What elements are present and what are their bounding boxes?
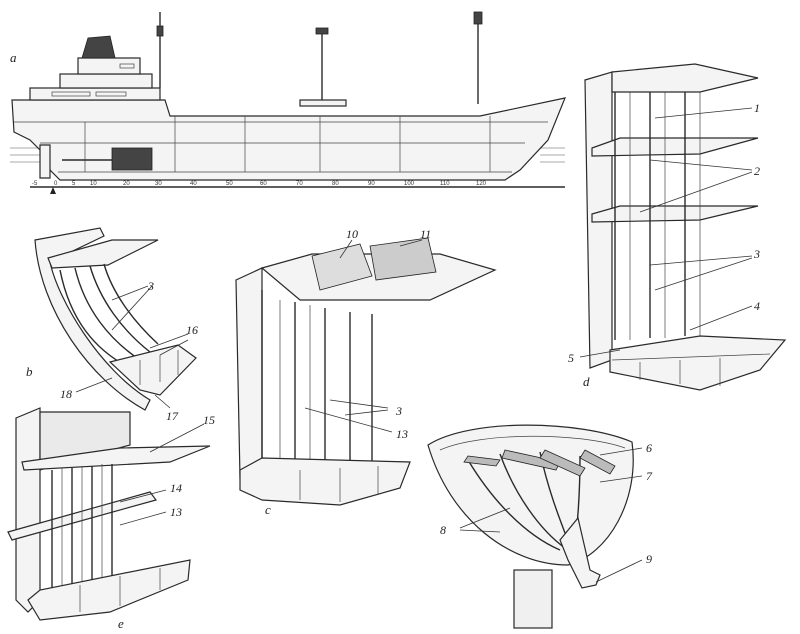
callout-9: 9 bbox=[646, 552, 652, 566]
deck-tier-2 bbox=[591, 137, 759, 157]
callout-3: 3 bbox=[753, 247, 760, 261]
frame-tick-label: 20 bbox=[123, 181, 130, 187]
bottom-c bbox=[239, 457, 411, 506]
view-e-longitudinal-framing: 15 14 13 e bbox=[7, 407, 215, 631]
frame-tick-label: 5 bbox=[72, 181, 76, 187]
frame-tick-label: 70 bbox=[296, 181, 303, 187]
engine-block bbox=[111, 147, 153, 171]
sternpost bbox=[559, 516, 601, 589]
stern-framing-view: 6 7 8 9 bbox=[427, 424, 653, 629]
deck-beams bbox=[463, 449, 616, 477]
callout-2: 2 bbox=[754, 164, 760, 178]
frame-tick-label: 100 bbox=[404, 181, 415, 187]
superstructure bbox=[29, 35, 161, 101]
deck-tier-3 bbox=[591, 205, 759, 223]
view-label-d: d bbox=[583, 374, 590, 389]
callout-16: 16 bbox=[186, 323, 198, 337]
callout-4: 4 bbox=[754, 299, 760, 313]
frame-tick-label: 40 bbox=[190, 181, 197, 187]
callout-3: 3 bbox=[395, 404, 402, 418]
bottom-floors bbox=[79, 568, 161, 612]
callout-3: 3 bbox=[147, 279, 154, 293]
callout-14: 14 bbox=[170, 481, 182, 495]
hull-outline bbox=[11, 97, 566, 181]
deck-girder-10 bbox=[311, 243, 373, 291]
frames bbox=[614, 92, 701, 340]
frame-scale: -5 0 5 10 20 30 40 50 60 70 80 90 100 11… bbox=[32, 181, 487, 187]
baseline-marker bbox=[50, 187, 56, 194]
frame-tick-label: 80 bbox=[332, 181, 339, 187]
frame-tick-label: 120 bbox=[476, 181, 487, 187]
bottom-e bbox=[27, 559, 191, 621]
bottom-floors bbox=[639, 358, 721, 386]
callout-18: 18 bbox=[60, 387, 72, 401]
bottom-b bbox=[108, 344, 197, 396]
deck-b bbox=[47, 239, 159, 269]
rudder-stock bbox=[513, 569, 553, 629]
frame-tick-label: 110 bbox=[440, 181, 450, 187]
view-label-c: c bbox=[265, 502, 271, 517]
callout-1: 1 bbox=[754, 101, 760, 115]
callout-6: 6 bbox=[646, 441, 652, 455]
bottom-floors bbox=[299, 466, 379, 502]
double-bottom bbox=[609, 335, 787, 391]
callout-15: 15 bbox=[203, 413, 215, 427]
view-a-ship-profile: -5 0 5 10 20 30 40 50 60 70 80 90 100 11… bbox=[10, 11, 566, 194]
frame-tick-label: 30 bbox=[155, 181, 162, 187]
callout-11: 11 bbox=[420, 227, 431, 241]
callout-17: 17 bbox=[166, 409, 179, 423]
frame-tick-label: 10 bbox=[90, 181, 97, 187]
callout-13: 13 bbox=[170, 505, 182, 519]
view-c-web-framing: 10 11 3 13 c bbox=[235, 227, 497, 517]
callout-5: 5 bbox=[568, 351, 574, 365]
view-label-e: e bbox=[118, 616, 124, 631]
callout-13: 13 bbox=[396, 427, 408, 441]
callout-7: 7 bbox=[646, 469, 653, 483]
view-b-bilge-framing: 3 16 18 17 b bbox=[26, 227, 198, 423]
frame-tick-label: 50 bbox=[226, 181, 233, 187]
frames bbox=[261, 290, 373, 470]
view-label-b: b bbox=[26, 364, 33, 379]
deck-girder-11 bbox=[369, 237, 437, 281]
frame-tick-label: -5 bbox=[32, 181, 38, 187]
callout-10: 10 bbox=[346, 227, 358, 241]
view-label-a: a bbox=[10, 50, 17, 65]
callout-8: 8 bbox=[440, 523, 446, 537]
deck-e bbox=[21, 445, 211, 471]
frame-tick-label: 90 bbox=[368, 181, 375, 187]
view-d-side-framing: 1 2 3 4 5 d bbox=[568, 63, 787, 391]
bulkheads bbox=[84, 116, 491, 172]
masts bbox=[156, 11, 483, 107]
bottom-floors bbox=[139, 350, 179, 385]
frame-tick-label: 60 bbox=[260, 181, 267, 187]
rudder bbox=[39, 144, 51, 179]
deck-tier-1 bbox=[611, 63, 759, 93]
frames bbox=[59, 263, 159, 369]
frame-tick-label: 0 bbox=[54, 181, 58, 187]
frames bbox=[51, 464, 113, 595]
